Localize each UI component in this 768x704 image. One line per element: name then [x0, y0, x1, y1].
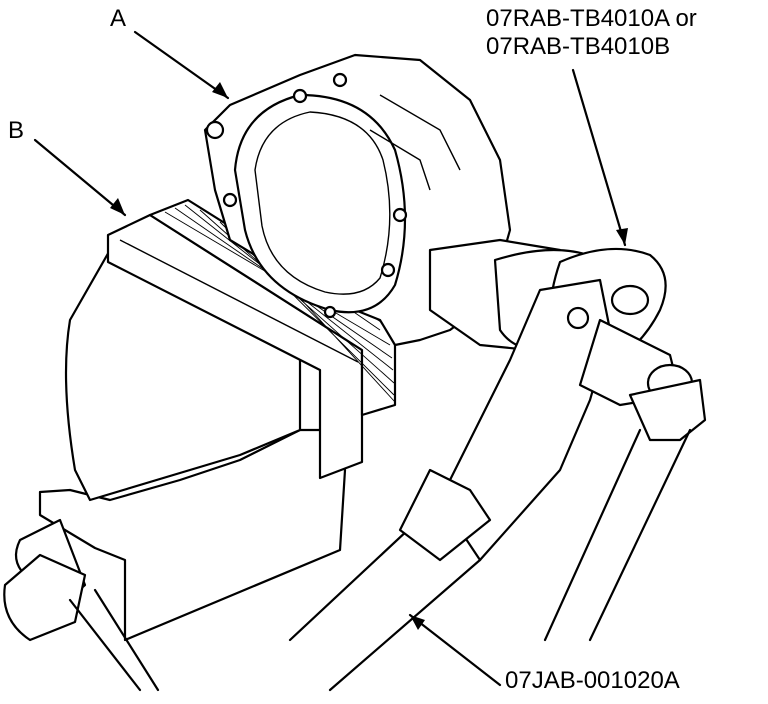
callout-b: B [8, 117, 25, 144]
holder-tool [288, 247, 694, 692]
callout-holder-line1: 07RAB-TB4010A or [486, 5, 697, 32]
callout-wrench: 07JAB-001020A [505, 667, 680, 694]
callout-a: A [110, 5, 127, 32]
bench-vise [3, 213, 364, 692]
leader-lines [33, 30, 628, 687]
callout-holder-line2: 07RAB-TB4010B [486, 33, 671, 60]
wrench-tool [543, 378, 707, 642]
